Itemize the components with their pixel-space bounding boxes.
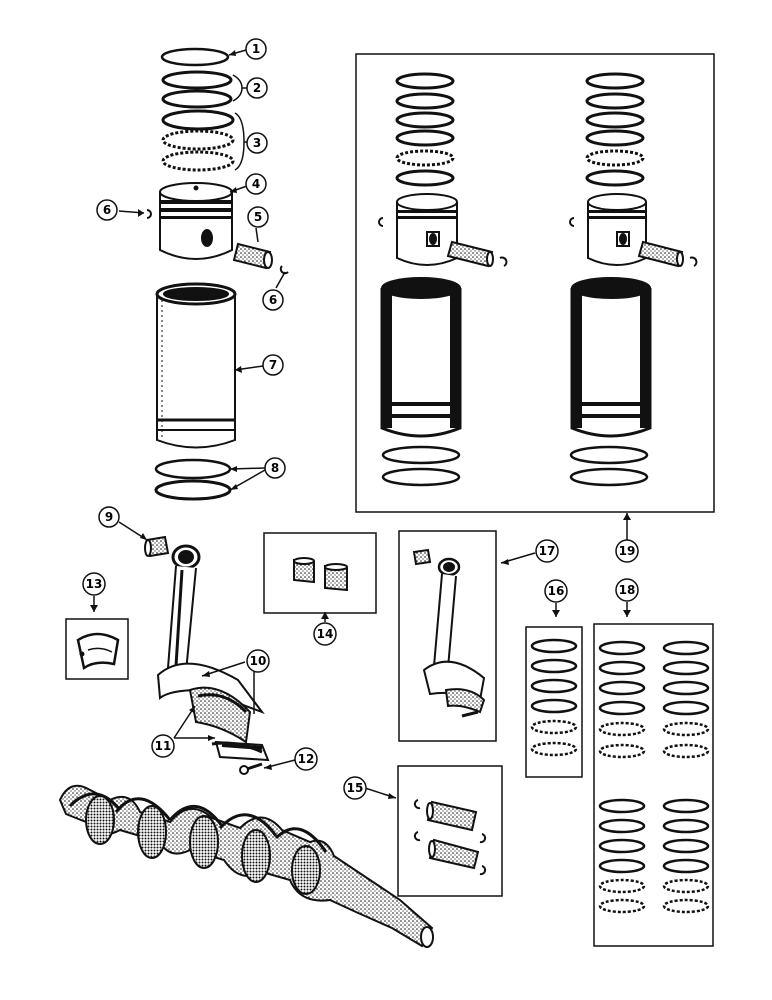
top-ring-1 — [160, 47, 230, 67]
piston-4 — [159, 182, 233, 260]
callout-15: 15 — [343, 776, 367, 800]
callout-label: 18 — [619, 583, 636, 597]
liner-seal-rings-8 — [154, 458, 232, 501]
callout-label: 13 — [86, 577, 103, 591]
ring-set-16 — [530, 638, 578, 757]
callout-2: 2 — [246, 77, 268, 99]
callout-label: 3 — [253, 136, 261, 150]
callout-6-left: 6 — [96, 199, 118, 221]
piston-pin-bushing-9 — [144, 535, 170, 558]
connecting-rod-17 — [412, 548, 486, 718]
rod-bearing-inserts-11 — [197, 693, 263, 754]
pins-and-clips-15 — [413, 799, 487, 876]
callout-1: 1 — [245, 38, 267, 60]
callout-10: 10 — [246, 649, 270, 673]
kit-19-set-right — [569, 72, 698, 487]
callout-label: 12 — [298, 752, 315, 766]
callout-5: 5 — [247, 206, 269, 228]
callout-18: 18 — [615, 578, 639, 602]
bushings-14 — [293, 557, 348, 592]
callout-13: 13 — [82, 572, 106, 596]
kit-17-box — [398, 530, 497, 742]
kit-15-box — [397, 765, 503, 897]
callout-label: 17 — [539, 544, 556, 558]
bearing-insert-13 — [76, 632, 120, 671]
rod-bolt-12 — [239, 762, 263, 775]
callout-11: 11 — [151, 734, 175, 758]
callout-label: 19 — [619, 544, 636, 558]
callout-label: 7 — [269, 358, 277, 372]
callout-16: 16 — [544, 579, 568, 603]
callout-label: 10 — [250, 654, 267, 668]
arrowheads — [90, 50, 631, 799]
kit-16-box — [525, 626, 583, 778]
callout-17: 17 — [535, 539, 559, 563]
retainer-clip-6-right — [279, 265, 289, 275]
callout-label: 8 — [271, 461, 279, 475]
callout-label: 11 — [155, 739, 172, 753]
callout-3: 3 — [246, 132, 268, 154]
callout-label: 6 — [269, 293, 277, 307]
kit-19-set-left — [378, 72, 508, 487]
callout-4: 4 — [245, 173, 267, 195]
callout-9: 9 — [98, 506, 120, 528]
callout-label: 4 — [252, 177, 260, 191]
piston-pin-5 — [232, 242, 273, 270]
callout-label: 9 — [105, 510, 113, 524]
callout-7: 7 — [262, 354, 284, 376]
callout-label: 6 — [103, 203, 111, 217]
callout-19: 19 — [615, 539, 639, 563]
cylinder-liner-7 — [155, 282, 237, 449]
callout-12: 12 — [294, 747, 318, 771]
ring-sets-18 — [598, 640, 710, 914]
retainer-clip-6-left — [146, 209, 152, 219]
callout-label: 2 — [253, 81, 261, 95]
kit-18-box — [593, 623, 714, 947]
kit-14-box — [263, 532, 377, 614]
callout-14: 14 — [313, 622, 337, 646]
compression-rings-2 — [161, 70, 233, 109]
callout-8: 8 — [264, 457, 286, 479]
callout-6-right: 6 — [262, 289, 284, 311]
callout-label: 5 — [254, 210, 262, 224]
kit-13-box — [65, 618, 129, 680]
callout-label: 14 — [317, 627, 334, 641]
kit-19-box — [355, 53, 715, 513]
callout-label: 16 — [548, 584, 565, 598]
callout-label: 15 — [347, 781, 364, 795]
oil-rings-3 — [161, 109, 235, 172]
crankshaft — [58, 784, 434, 948]
callout-label: 1 — [252, 42, 260, 56]
